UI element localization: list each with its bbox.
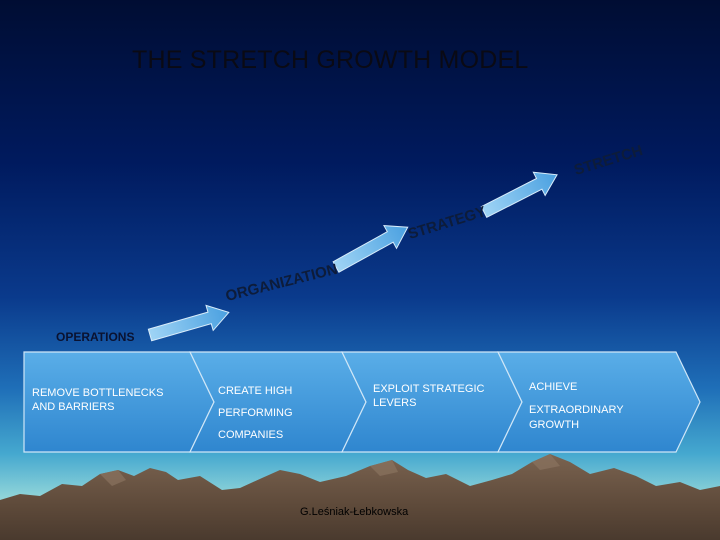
step-line: EXTRAORDINARY	[529, 404, 624, 416]
step-line: GROWTH	[529, 419, 580, 431]
step-text-remove-bottlenecks: REMOVE BOTTLENECKS AND BARRIERS	[32, 386, 163, 414]
step-text-create-high-performing: CREATE HIGH PERFORMING COMPANIES	[218, 380, 293, 446]
operations-label: OPERATIONS	[56, 330, 135, 344]
arrow-to-organization	[147, 304, 230, 342]
step-text-exploit-strategic: EXPLOIT STRATEGIC LEVERS	[373, 382, 484, 410]
slide-title: THE STRETCH GROWTH MODEL	[132, 46, 529, 74]
arrow-to-stretch	[480, 171, 558, 219]
credit-text: G.Leśniak-Łebkowska	[300, 506, 409, 518]
step-line: EXPLOIT STRATEGIC	[373, 383, 485, 395]
step-line: CREATE HIGH	[218, 385, 293, 397]
step-line: REMOVE BOTTLENECKS	[32, 387, 164, 399]
step-line: AND BARRIERS	[32, 401, 115, 413]
arrow-to-strategy	[332, 225, 409, 273]
step-line: LEVERS	[373, 397, 417, 409]
step-line: PERFORMING	[218, 407, 293, 419]
step-line: COMPANIES	[218, 429, 284, 441]
step-line: ACHIEVE	[529, 381, 578, 393]
step-text-achieve-extraordinary: ACHIEVE EXTRAORDINARY GROWTH	[529, 380, 624, 433]
step-chevron-4	[497, 351, 701, 453]
